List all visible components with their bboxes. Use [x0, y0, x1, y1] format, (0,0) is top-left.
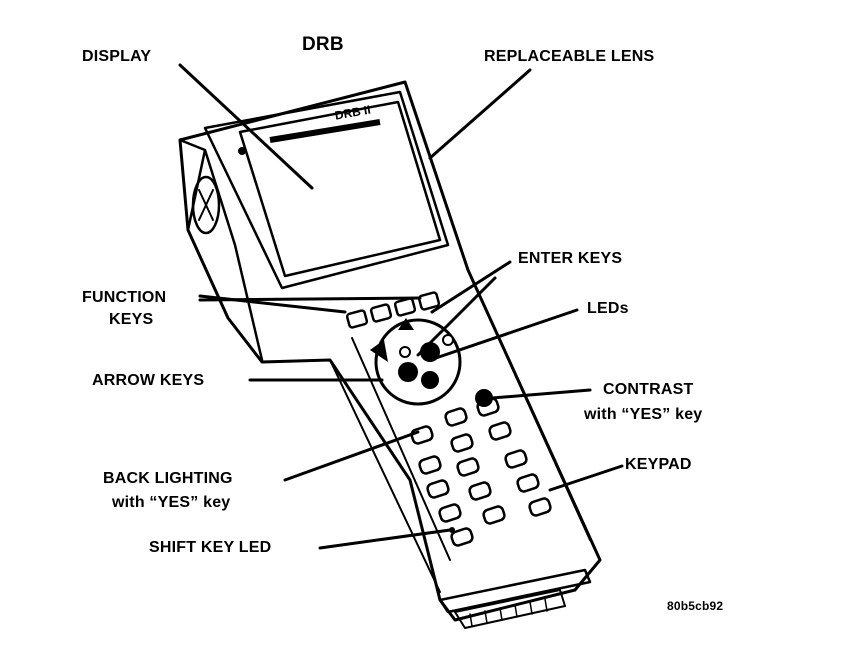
function-key[interactable] — [417, 291, 441, 311]
keypad-key[interactable] — [468, 481, 492, 501]
keypad-key[interactable] — [450, 433, 474, 453]
display-label: DISPLAY — [82, 48, 152, 65]
function-keys-label-line1: FUNCTION — [82, 289, 167, 306]
keypad-keys — [410, 397, 552, 547]
bottom-rim — [438, 568, 592, 614]
contrast-label-line1: CONTRAST — [603, 381, 694, 398]
enter-key[interactable] — [421, 371, 439, 389]
keypad-key[interactable] — [516, 473, 540, 493]
device-brand-mark: DRB II — [334, 103, 372, 123]
brand-bar — [269, 119, 381, 143]
arrow-pad[interactable] — [374, 318, 462, 406]
arrow-down-key[interactable] — [398, 362, 418, 382]
bottom-connector — [454, 589, 566, 629]
keypad-key[interactable] — [444, 407, 468, 427]
replaceable-lens-label: REPLACEABLE LENS — [484, 48, 655, 65]
shift-key-led-dot — [449, 527, 455, 533]
back-lighting-label-line2: with “YES” key — [112, 494, 231, 511]
keypad-key[interactable] — [418, 455, 442, 475]
contrast-key[interactable] — [475, 389, 493, 407]
diagram-title: DRB — [302, 34, 344, 55]
arrow-left-key[interactable] — [370, 340, 388, 362]
leader-lines — [178, 63, 624, 550]
enter-keys-leader-1 — [430, 260, 512, 314]
side-port — [191, 175, 221, 235]
shift-key-led-leader — [318, 528, 452, 550]
enter-keys-leader-2 — [416, 276, 497, 357]
arrow-up-key[interactable] — [398, 318, 414, 330]
keypad-key[interactable] — [456, 457, 480, 477]
shift-key-led-label: SHIFT KEY LED — [149, 539, 272, 556]
lens-leader — [428, 68, 532, 160]
led-indicator — [399, 346, 411, 358]
function-keys-leader-2 — [198, 296, 422, 302]
arrow-keys-label: ARROW KEYS — [92, 372, 205, 389]
keypad-key[interactable] — [528, 497, 552, 517]
keypad-leader — [548, 464, 624, 492]
display-screen — [238, 100, 442, 278]
function-keys-group — [345, 291, 441, 329]
keypad-key[interactable] — [410, 425, 434, 445]
back-lighting-label-line1: BACK LIGHTING — [103, 470, 233, 487]
keypad-key[interactable] — [450, 527, 474, 547]
keypad-key[interactable] — [438, 503, 462, 523]
leds-leader — [428, 308, 579, 362]
contrast-leader — [490, 388, 592, 400]
keypad-key[interactable] — [504, 449, 528, 469]
keypad-key[interactable] — [488, 421, 512, 441]
leds-label: LEDs — [587, 300, 629, 317]
side-connector-panel — [178, 138, 264, 362]
figure-id: 80b5cb92 — [667, 599, 724, 613]
indicator-dot — [238, 147, 246, 155]
function-key[interactable] — [345, 309, 369, 329]
contrast-label-line2: with “YES” key — [584, 406, 703, 423]
function-key[interactable] — [393, 297, 417, 317]
keypad-key[interactable] — [482, 505, 506, 525]
back-lighting-leader — [283, 430, 420, 482]
led-indicator — [442, 334, 454, 346]
function-key[interactable] — [369, 303, 393, 323]
display-leader — [178, 63, 314, 190]
function-keys-label-line2: KEYS — [109, 311, 154, 328]
screen-bezel — [203, 90, 450, 290]
enter-keys-label: ENTER KEYS — [518, 250, 623, 267]
keypad-label: KEYPAD — [625, 456, 692, 473]
keypad-key[interactable] — [426, 479, 450, 499]
